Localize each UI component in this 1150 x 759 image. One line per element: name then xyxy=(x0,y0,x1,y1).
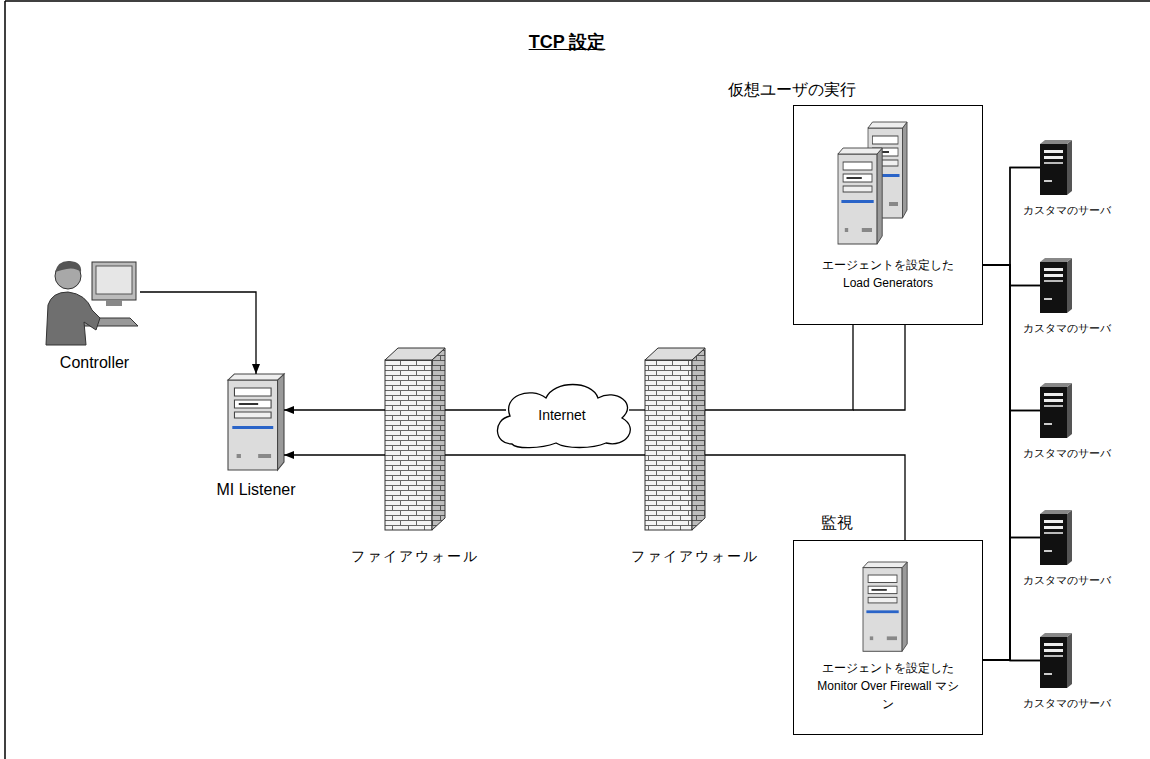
connector xyxy=(284,454,385,455)
firewall-node: ファイアウォール xyxy=(385,348,445,530)
customer-server-icon xyxy=(1040,383,1072,438)
connector xyxy=(705,325,853,410)
wall-side xyxy=(432,348,445,530)
server-label: カスタマのサーバ xyxy=(1023,697,1111,710)
customer-server: カスタマのサーバ xyxy=(1040,258,1072,313)
connector xyxy=(983,538,1040,661)
screen xyxy=(96,266,132,294)
connector xyxy=(983,286,1040,661)
firewall-label: ファイアウォール xyxy=(351,548,479,565)
wall-top xyxy=(385,348,445,360)
monitor-stand xyxy=(106,300,122,306)
controller-node: Controller xyxy=(45,255,140,345)
wall-front xyxy=(385,360,432,530)
cloud-outline xyxy=(497,385,630,448)
firewall-node: ファイアウォール xyxy=(645,348,705,530)
connector xyxy=(983,659,1040,661)
node-label: MI Listener xyxy=(216,480,295,499)
monitor-server xyxy=(863,562,907,651)
person-body xyxy=(46,292,100,345)
merge-wire xyxy=(853,325,905,410)
customer-server: カスタマのサーバ xyxy=(1040,140,1072,195)
connector xyxy=(705,455,905,540)
mi-listener-server xyxy=(228,374,284,470)
group-box: 監視エージェントを設定した Monitor Over Firewall マシン xyxy=(793,540,983,735)
controller-figure xyxy=(46,261,138,345)
connector xyxy=(983,265,1040,286)
server-label: カスタマのサーバ xyxy=(1023,204,1111,217)
connector xyxy=(445,454,645,455)
load-generator-server xyxy=(838,148,882,244)
connector xyxy=(140,292,256,374)
customer-server: カスタマのサーバ xyxy=(1040,510,1072,565)
connector xyxy=(284,409,385,410)
server-label: カスタマのサーバ xyxy=(1023,447,1111,460)
listener-node: MI Listener xyxy=(228,374,284,470)
connector xyxy=(629,409,645,410)
box-heading: 監視 xyxy=(821,513,853,532)
connector xyxy=(983,168,1040,661)
box-body: エージェントを設定した Monitor Over Firewall マシン xyxy=(813,659,963,713)
customer-server-icon xyxy=(1040,633,1072,688)
firewall-wall xyxy=(645,348,705,530)
cloud-node: Internet xyxy=(497,383,627,447)
customer-server-icon xyxy=(1040,510,1072,565)
connector xyxy=(983,265,1040,411)
monitor xyxy=(92,262,136,300)
wall-top xyxy=(645,348,705,360)
person-hair xyxy=(55,261,81,272)
box-heading: 仮想ユーザの実行 xyxy=(728,80,856,99)
connector xyxy=(983,265,1040,538)
server-label: カスタマのサーバ xyxy=(1023,574,1111,587)
group-box: 仮想ユーザの実行エージェントを設定した Load Generators xyxy=(793,105,983,325)
connector xyxy=(445,409,506,410)
customer-server-icon xyxy=(1040,258,1072,313)
firewall-wall xyxy=(385,348,445,530)
customer-server-icon xyxy=(1040,140,1072,195)
cloud-label: Internet xyxy=(497,407,627,424)
frame-top xyxy=(5,0,1150,2)
box-body: エージェントを設定した Load Generators xyxy=(813,256,963,292)
node-label: Controller xyxy=(60,353,129,372)
connector xyxy=(983,168,1040,266)
customer-server: カスタマのサーバ xyxy=(1040,383,1072,438)
customer-server: カスタマのサーバ xyxy=(1040,633,1072,688)
wall-front xyxy=(645,360,692,530)
frame-left xyxy=(4,1,6,759)
diagram-title: TCP 設定 xyxy=(0,30,1134,54)
server-label: カスタマのサーバ xyxy=(1023,322,1111,335)
firewall-label: ファイアウォール xyxy=(631,548,759,565)
wall-side xyxy=(692,348,705,530)
